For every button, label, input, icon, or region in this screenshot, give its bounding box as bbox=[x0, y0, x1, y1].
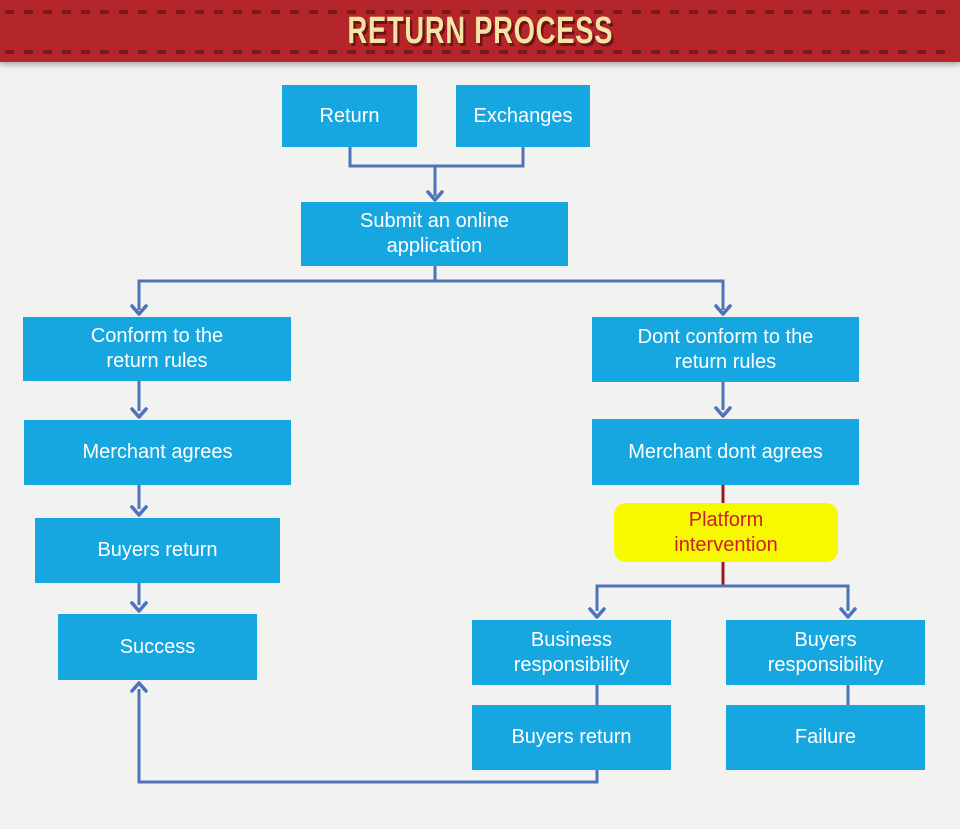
connector-submit-split bbox=[137, 266, 725, 310]
arrowhead-into-dontconform bbox=[714, 304, 732, 316]
node-buyers-responsibility: Buyers responsibility bbox=[726, 620, 925, 685]
arrowhead-into-buyers-return bbox=[130, 505, 148, 517]
node-merchant-agrees: Merchant agrees bbox=[24, 420, 291, 485]
arrowhead-up-into-success bbox=[130, 681, 148, 693]
connector-loop-to-success bbox=[137, 689, 599, 784]
node-merchant-dont-agrees: Merchant dont agrees bbox=[592, 419, 859, 485]
node-failure: Failure bbox=[726, 705, 925, 770]
arrowhead-into-submit bbox=[426, 190, 444, 202]
title-banner: RETURN PROCESS bbox=[0, 0, 960, 62]
arrowhead-into-merchant-agrees bbox=[130, 407, 148, 419]
node-conform-rules: Conform to the return rules bbox=[23, 317, 291, 381]
arrowhead-into-conform bbox=[130, 304, 148, 316]
arrowhead-into-business-responsibility bbox=[588, 607, 606, 619]
banner-stitch-bottom bbox=[5, 50, 955, 54]
page-title: RETURN PROCESS bbox=[347, 9, 613, 52]
arrowhead-into-success bbox=[130, 601, 148, 613]
node-return: Return bbox=[282, 85, 417, 147]
node-success: Success bbox=[58, 614, 257, 680]
banner-stitch-top bbox=[5, 10, 955, 14]
node-dont-conform-rules: Dont conform to the return rules bbox=[592, 317, 859, 382]
arrowhead-into-buyers-responsibility bbox=[839, 607, 857, 619]
node-exchanges: Exchanges bbox=[456, 85, 590, 147]
connector-top-merge bbox=[348, 147, 525, 196]
node-business-responsibility: Business responsibility bbox=[472, 620, 671, 685]
node-submit-application: Submit an online application bbox=[301, 202, 568, 266]
node-buyers-return-left: Buyers return bbox=[35, 518, 280, 583]
connector-platform-split bbox=[595, 584, 850, 611]
node-platform-intervention: Platform intervention bbox=[614, 503, 838, 562]
arrowhead-into-merchant-dont-agrees bbox=[714, 406, 732, 418]
node-buyers-return-bottom: Buyers return bbox=[472, 705, 671, 770]
